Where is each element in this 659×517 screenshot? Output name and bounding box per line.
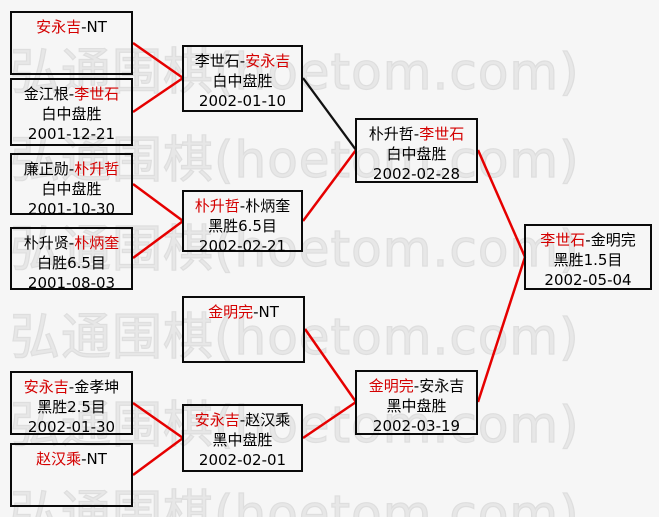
- connector-m4-s2: [302, 400, 357, 440]
- match-players: 安永吉-赵汉乘: [194, 411, 291, 429]
- watermark-text: 弘通围棋(hoetom.com): [9, 43, 580, 101]
- match-date: 2001-12-21: [27, 125, 116, 143]
- match-date: 2002-02-01: [198, 451, 287, 469]
- match-players: 安永吉-金孝坤: [23, 378, 120, 396]
- connector-s1-final: [476, 149, 527, 258]
- match-date: 2002-05-04: [544, 271, 632, 289]
- connector-m2-s1: [301, 149, 358, 222]
- match-box-final[interactable]: 李世石-金明完 黑胜1.5目 2002-05-04: [524, 224, 652, 290]
- connector-m1-s1: [302, 77, 357, 151]
- connector-l4-m2: [132, 219, 184, 260]
- match-players: 朴升哲-李世石: [368, 125, 465, 143]
- match-result: 白中盘胜: [386, 145, 447, 163]
- connector-l5-m4: [132, 401, 184, 440]
- match-box-m4[interactable]: 安永吉-赵汉乘 黑中盘胜 2002-02-01: [182, 404, 303, 472]
- match-result: 白中盘胜: [212, 72, 273, 90]
- connector-l1-m1: [132, 41, 184, 80]
- watermark-text: 弘通围棋(hoetom.com): [9, 131, 580, 189]
- match-date: 2002-02-28: [372, 165, 461, 183]
- match-result: 黑中盘胜: [386, 397, 447, 415]
- match-result: 白中盘胜: [41, 105, 102, 123]
- match-date: 2002-02-21: [198, 237, 287, 255]
- match-box-semifinal-2[interactable]: 金明完-安永吉 黑中盘胜 2002-03-19: [355, 370, 478, 435]
- match-result: 黑中盘胜: [212, 431, 273, 449]
- connector-l2-m1: [132, 76, 184, 114]
- match-players: 金明完-安永吉: [368, 377, 465, 395]
- match-players: 李世石-安永吉: [194, 52, 291, 70]
- match-date: 2002-01-30: [27, 418, 116, 436]
- match-players: 赵汉乘-NT: [36, 450, 107, 468]
- match-box-l6[interactable]: 赵汉乘-NT: [10, 443, 133, 507]
- match-box-l2[interactable]: 金江根-李世石 白中盘胜 2001-12-21: [10, 78, 133, 146]
- match-result: 白中盘胜: [41, 180, 102, 198]
- match-box-m2[interactable]: 朴升哲-朴炳奎 黑胜6.5目 2002-02-21: [182, 190, 303, 255]
- match-box-l5[interactable]: 安永吉-金孝坤 黑胜2.5目 2002-01-30: [10, 371, 133, 436]
- match-box-m3[interactable]: 金明完-NT: [182, 296, 305, 363]
- match-players: 李世石-金明完: [540, 231, 636, 249]
- match-players: 金江根-李世石: [23, 85, 120, 103]
- connector-l3-m2: [132, 182, 184, 223]
- watermark-text: 弘通围棋(hoetom.com): [9, 308, 580, 366]
- match-box-l1[interactable]: 安永吉-NT: [10, 11, 133, 75]
- match-players: 廉正勋-朴升哲: [23, 160, 120, 178]
- watermark-text: 弘通围棋(hoetom.com): [9, 485, 580, 517]
- match-box-l3[interactable]: 廉正勋-朴升哲 白中盘胜 2001-10-30: [10, 153, 133, 218]
- match-box-m1[interactable]: 李世石-安永吉 白中盘胜 2002-01-10: [182, 45, 303, 112]
- match-date: 2001-10-30: [27, 200, 116, 218]
- match-box-l4[interactable]: 朴升贤-朴炳奎 白胜6.5目 2001-08-03: [10, 227, 133, 292]
- connector-l6-m4: [132, 436, 184, 477]
- connector-s2-final: [476, 256, 527, 403]
- match-players: 金明完-NT: [208, 303, 279, 321]
- match-players: 安永吉-NT: [36, 18, 107, 36]
- match-players: 朴升贤-朴炳奎: [23, 234, 120, 252]
- match-date: 2001-08-03: [27, 274, 116, 292]
- connector-m3-s2: [303, 328, 358, 403]
- match-result: 黑胜1.5目: [553, 251, 623, 269]
- match-result: 黑胜2.5目: [37, 398, 106, 416]
- match-players: 朴升哲-朴炳奎: [194, 197, 291, 215]
- match-date: 2002-01-10: [198, 92, 287, 110]
- watermark-text: 弘通围棋(hoetom.com): [9, 220, 580, 278]
- match-box-semifinal-1[interactable]: 朴升哲-李世石 白中盘胜 2002-02-28: [355, 118, 478, 183]
- match-date: 2002-03-19: [372, 417, 461, 435]
- match-result: 黑胜6.5目: [208, 217, 277, 235]
- match-result: 白胜6.5目: [37, 254, 106, 272]
